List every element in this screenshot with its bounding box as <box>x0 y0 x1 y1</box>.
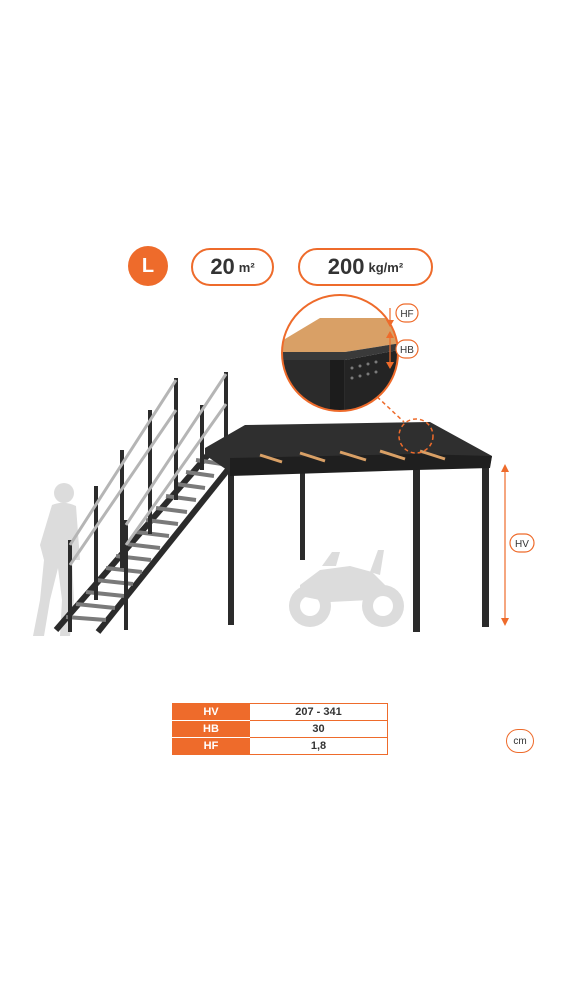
hb-label: HB <box>400 345 414 356</box>
staircase <box>53 372 237 634</box>
spec-row-hf: HF 1,8 <box>172 737 388 755</box>
spec-value: 30 <box>249 720 388 738</box>
hf-label: HF <box>400 309 413 320</box>
unit-badge: cm <box>506 729 534 753</box>
size-label: L <box>141 254 155 277</box>
detail-zoom <box>281 294 399 412</box>
unit-label: cm <box>513 735 527 747</box>
zoom-target-circle <box>398 418 434 454</box>
hv-dimension <box>501 464 509 626</box>
spec-value: 1,8 <box>249 737 388 755</box>
spec-row-hb: HB 30 <box>172 720 388 738</box>
hb-label-badge <box>395 339 419 359</box>
area-unit: m² <box>238 259 255 275</box>
spec-row-hv: HV 207 - 341 <box>172 703 388 721</box>
area-badge: 20 m² <box>191 248 274 286</box>
platform-posts <box>228 460 489 632</box>
load-badge: 200 kg/m² <box>298 248 433 286</box>
spec-table: HV 207 - 341 HB 30 HF 1,8 <box>172 703 388 755</box>
platform-deck <box>205 422 492 476</box>
size-badge: L <box>128 246 168 286</box>
hv-label: HV <box>515 539 529 550</box>
hf-label-badge <box>395 303 419 323</box>
spec-value: 207 - 341 <box>249 703 388 721</box>
hf-hb-dimensions <box>386 308 394 369</box>
area-value: 20 <box>210 254 235 279</box>
hv-label-badge <box>509 533 535 553</box>
spec-key: HB <box>172 720 250 738</box>
load-unit: kg/m² <box>368 259 404 275</box>
motorcycle-silhouette <box>289 550 404 627</box>
spec-key: HV <box>172 703 250 721</box>
load-value: 200 <box>327 254 365 279</box>
spec-key: HF <box>172 737 250 755</box>
